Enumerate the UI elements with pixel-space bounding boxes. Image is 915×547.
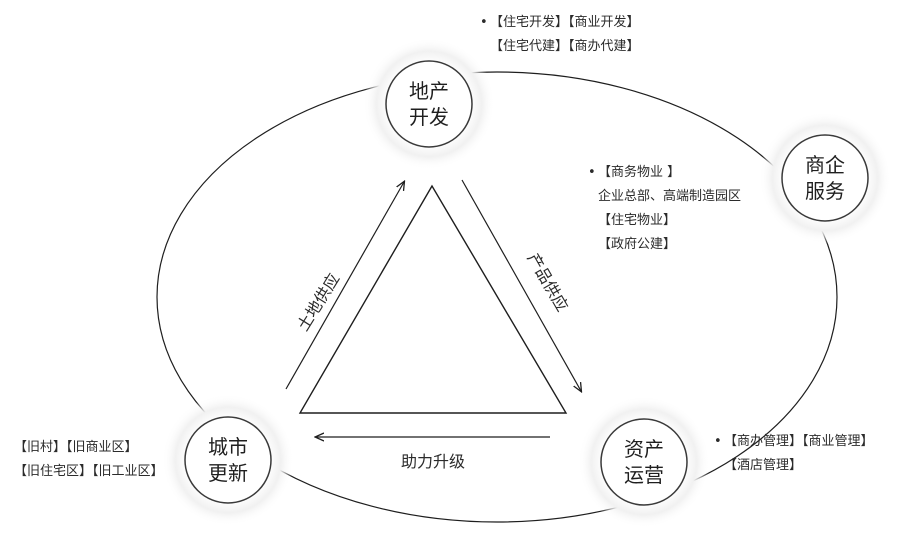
bullet-icon: • — [480, 15, 488, 30]
node-property-development-line1: 地产 — [409, 79, 449, 103]
node-urban-renewal-line2: 更新 — [208, 461, 248, 485]
note-line: 企业总部、高端制造园区 — [598, 189, 742, 204]
note-product-offerings: •【商务物业 】 企业总部、高端制造园区 【住宅物业】 【政府公建】 — [588, 161, 741, 257]
note-line: 【商务物业 】 — [598, 165, 681, 180]
note-line: 【酒店管理】 — [724, 458, 803, 473]
node-property-development-line2: 开发 — [409, 105, 449, 129]
note-urban-renewal: 【旧村】【旧商业区】 【旧住宅区】【旧工业区】 — [14, 436, 164, 484]
node-enterprise-service: 商企 服务 — [759, 112, 891, 244]
node-asset-operations-line1: 资产 — [624, 437, 664, 461]
product-supply-arrow — [461, 179, 581, 391]
note-line: 【旧村】【旧商业区】 — [14, 440, 138, 455]
node-enterprise-service-line1: 商企 — [805, 153, 845, 177]
node-property-development: 地产 开发 — [363, 38, 495, 170]
node-urban-renewal-line1: 城市 — [208, 435, 248, 459]
node-asset-operations: 资产 运营 — [578, 396, 710, 528]
note-line: 【政府公建】 — [598, 237, 677, 252]
note-line: 【住宅代建】【商办代建】 — [490, 39, 640, 54]
note-line: 【商办管理】【商业管理】 — [724, 434, 874, 449]
land-supply-arrow — [285, 182, 404, 390]
upgrade-label: 助力升级 — [401, 452, 465, 471]
note-asset-operations: •【商办管理】【商业管理】 【酒店管理】 — [714, 430, 874, 478]
node-urban-renewal: 城市 更新 — [162, 394, 294, 526]
product-supply-label: 产品供应 — [524, 250, 572, 315]
center-triangle — [298, 184, 568, 414]
note-line: 【旧住宅区】【旧工业区】 — [14, 464, 164, 479]
bullet-icon: • — [714, 434, 722, 449]
node-enterprise-service-line2: 服务 — [805, 179, 845, 203]
note-property-development: •【住宅开发】【商业开发】 【住宅代建】【商办代建】 — [480, 11, 640, 59]
node-asset-operations-line2: 运营 — [624, 463, 664, 487]
outer-cycle-ellipse — [156, 71, 838, 523]
note-line: 【住宅开发】【商业开发】 — [490, 15, 640, 30]
note-line: 【住宅物业】 — [598, 213, 677, 228]
bullet-icon: • — [588, 165, 596, 180]
